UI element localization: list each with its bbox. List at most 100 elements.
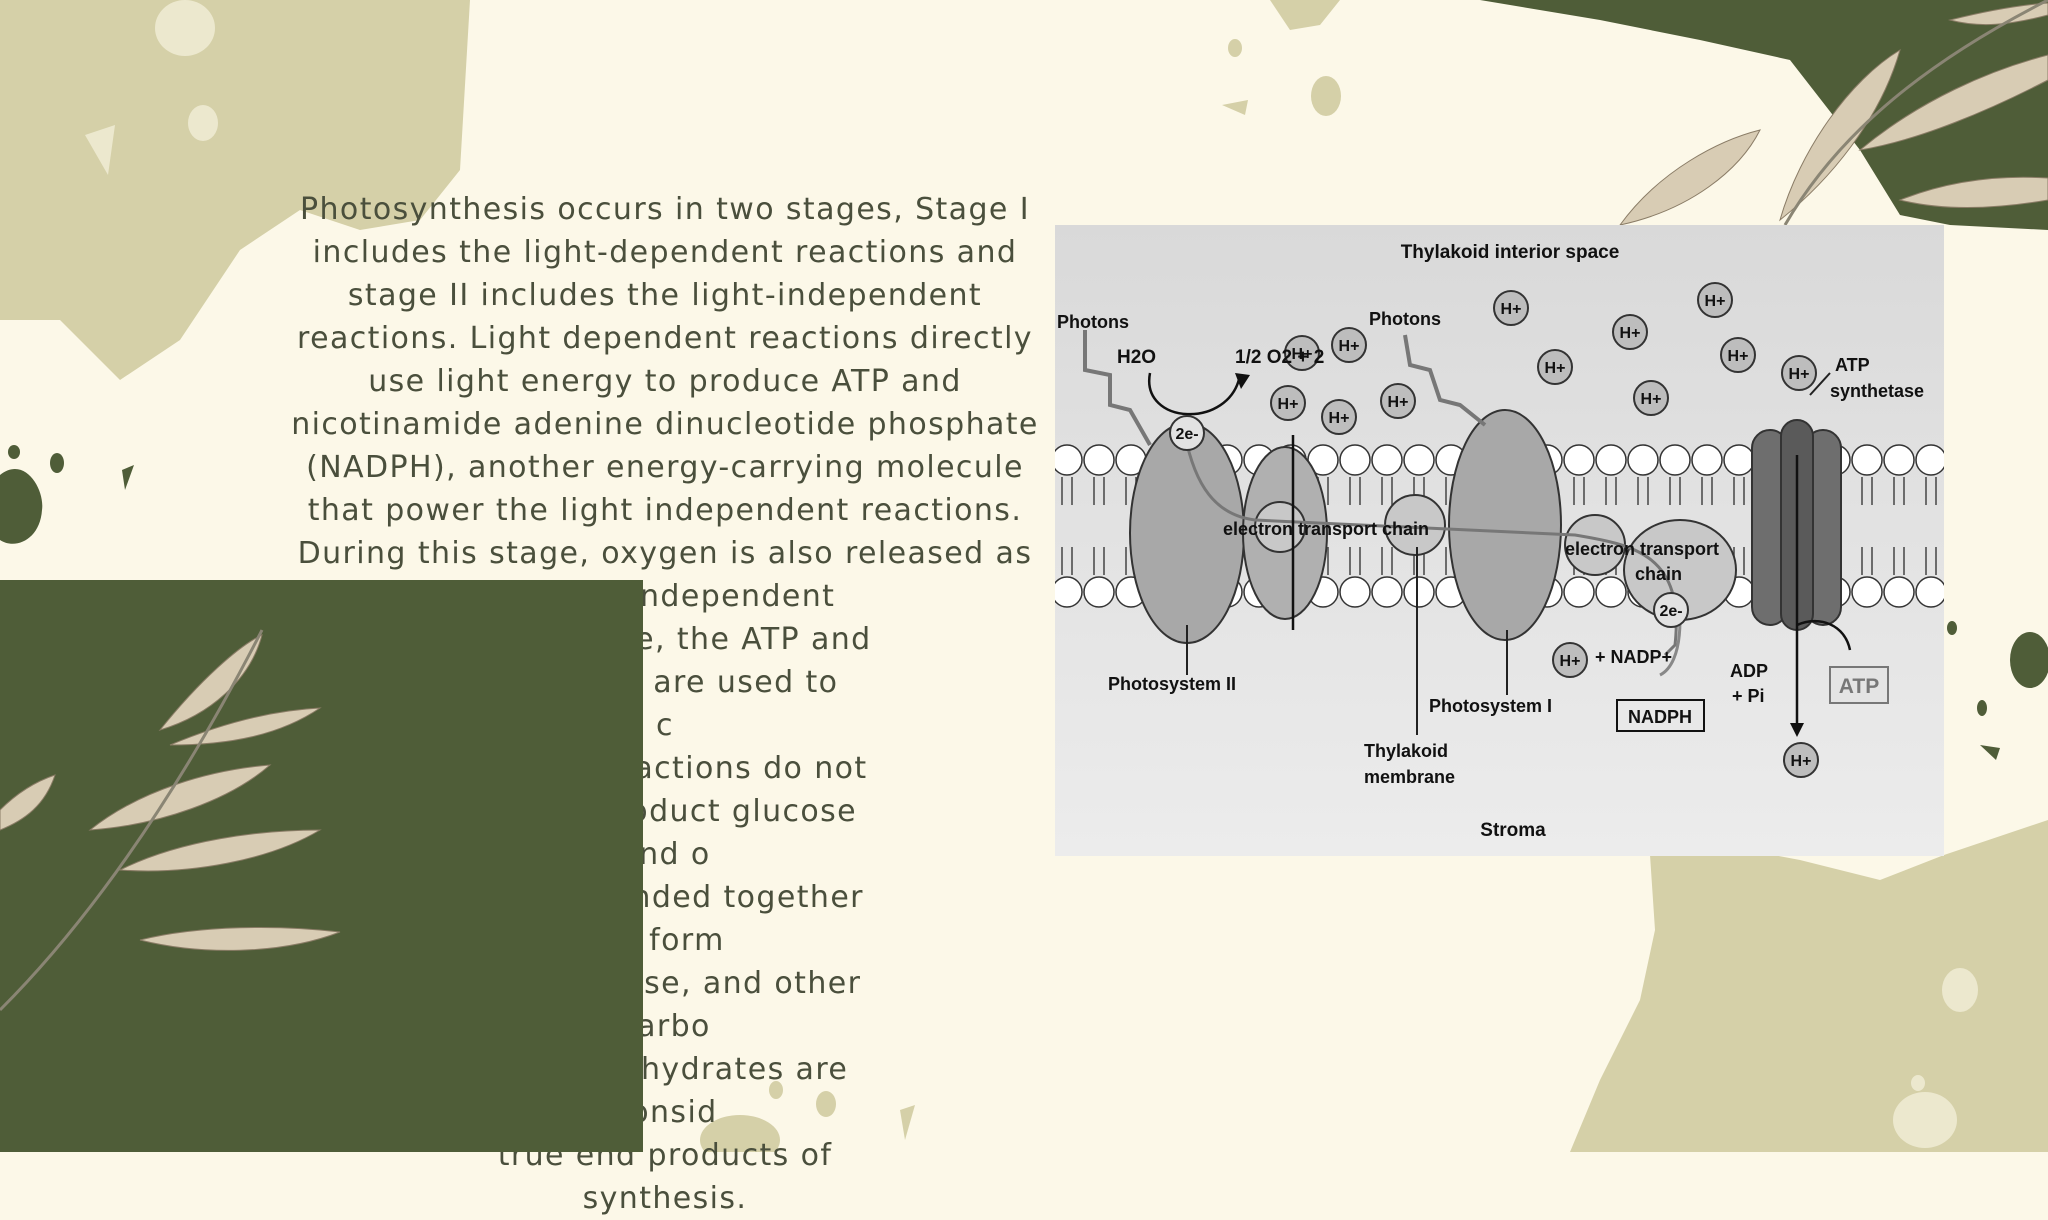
phospholipid-head: [1916, 445, 1944, 475]
thylakoid-interior-label: Thylakoid interior space: [1401, 242, 1620, 263]
paragraph-line: reactions. Light dependent reactions dir…: [290, 317, 1040, 360]
svg-text:H+: H+: [1641, 391, 1662, 408]
phospholipid-head: [1916, 577, 1944, 607]
svg-text:H+: H+: [1545, 360, 1566, 377]
phospholipid-head: [1596, 577, 1626, 607]
atp-synthetase-label-line1: ATP: [1835, 355, 1870, 375]
paragraph-line: to form: [290, 919, 1040, 962]
photosynthesis-diagram: Thylakoid interior space H+ H+ H+ H+ H+ H+ H+ H…: [1055, 225, 1944, 856]
phospholipid-head: [1564, 577, 1594, 607]
oxygen-label: 1/2 O2 + 2: [1235, 347, 1324, 368]
phospholipid-head: [1884, 577, 1914, 607]
paragraph-line: carbo: [290, 1005, 1040, 1048]
paragraph-line: Photosynthesis occurs in two stages, Sta…: [290, 188, 1040, 231]
phospholipid-head: [1628, 445, 1658, 475]
phospholipid-head: [1404, 445, 1434, 475]
paragraph-line: that power the light independent reactio…: [290, 489, 1040, 532]
electron-circle-2: 2e-: [1654, 593, 1688, 627]
paragraph-line: nicotinamide adenine dinucleotide phosph…: [290, 403, 1040, 446]
stroma-label: Stroma: [1480, 820, 1546, 841]
proton-circle: H+: [1381, 384, 1415, 418]
paragraph-line: synthesis.: [290, 1177, 1040, 1220]
svg-text:H+: H+: [1501, 301, 1522, 318]
light-spot: [1911, 1075, 1925, 1091]
spot: [1311, 76, 1341, 116]
dark-spot: [2010, 632, 2048, 688]
paragraph-line: he end product glucose: [290, 790, 1040, 833]
dark-spot: [122, 465, 134, 490]
paragraph-line: ose, fructose, and other: [290, 962, 1040, 1005]
svg-text:H+: H+: [1791, 753, 1812, 770]
thylakoid-membrane-label-line1: Thylakoid: [1364, 741, 1448, 761]
photosystem-2-label: Photosystem II: [1108, 674, 1236, 694]
proton-circle: H+: [1322, 400, 1356, 434]
paragraph-line: During this stage, oxygen is also releas…: [290, 532, 1040, 575]
proton-circle: H+: [1613, 315, 1647, 349]
dark-spot: [1980, 745, 2000, 760]
phospholipid-head: [1404, 577, 1434, 607]
proton-circle: H+: [1553, 643, 1587, 677]
electron-circle-1: 2e-: [1170, 416, 1204, 450]
svg-text:H+: H+: [1705, 293, 1726, 310]
photons-label-2: Photons: [1369, 309, 1441, 329]
adp-label-line1: ADP: [1730, 661, 1768, 681]
phospholipid-head: [1692, 445, 1722, 475]
proton-circle: H+: [1782, 356, 1816, 390]
proton-circle: H+: [1721, 338, 1755, 372]
phospholipid-head: [1660, 445, 1690, 475]
phospholipid-head: [1340, 577, 1370, 607]
light-spot: [1893, 1092, 1957, 1148]
proton-circle: H+: [1634, 381, 1668, 415]
svg-text:H+: H+: [1278, 396, 1299, 413]
etc-label-1: electron transport chain: [1223, 519, 1429, 539]
phospholipid-head: [1372, 445, 1402, 475]
phospholipid-head: [1084, 577, 1114, 607]
atp-label: ATP: [1839, 675, 1879, 698]
photosynthesis-paragraph: Photosynthesis occurs in two stages, Sta…: [290, 188, 1040, 1220]
paragraph-line: (NADPH), another energy-carrying molecul…: [290, 446, 1040, 489]
dark-spot: [1977, 700, 1987, 716]
adp-label-line2: + Pi: [1732, 686, 1765, 706]
proton-circle: H+: [1538, 350, 1572, 384]
etc-label-2-line2: chain: [1635, 564, 1682, 584]
spot: [1228, 39, 1242, 57]
phospholipid-head: [1884, 445, 1914, 475]
phospholipid-head: [1084, 445, 1114, 475]
svg-text:H+: H+: [1339, 338, 1360, 355]
thylakoid-membrane-label-line2: membrane: [1364, 767, 1455, 787]
spot: [1222, 100, 1248, 115]
etc-label-2-line1: electron transport: [1565, 539, 1719, 559]
proton-circle: H+: [1784, 743, 1818, 777]
svg-text:H+: H+: [1388, 394, 1409, 411]
paragraph-line: ars are bonded together: [290, 876, 1040, 919]
proton-circle: H+: [1698, 283, 1732, 317]
atp-synthetase-label-line2: synthetase: [1830, 381, 1924, 401]
phospholipid-head: [1055, 577, 1082, 607]
svg-text:2e-: 2e-: [1659, 603, 1682, 620]
paragraph-line: ese carbohydrates are: [290, 1048, 1040, 1091]
nadph-label: NADPH: [1628, 707, 1692, 727]
paragraph-line: he light independent: [290, 575, 1040, 618]
paragraph-line: consid: [290, 1091, 1040, 1134]
svg-text:2e-: 2e-: [1175, 426, 1198, 443]
svg-text:H+: H+: [1560, 653, 1581, 670]
olive-blob-top: [1270, 0, 1340, 30]
dark-spot-left: [0, 469, 42, 544]
phospholipid-head: [1564, 445, 1594, 475]
phospholipid-head: [1852, 577, 1882, 607]
paragraph-line: ver, the reactions do not: [290, 747, 1040, 790]
water-label: H2O: [1117, 347, 1156, 368]
phospholipid-head: [1055, 445, 1082, 475]
light-spot: [188, 105, 218, 141]
nadp-label: + NADP+: [1595, 647, 1672, 667]
photosystem-1-shape: [1449, 410, 1561, 640]
dark-spot: [1947, 621, 1957, 635]
photons-label-1: Photons: [1057, 312, 1129, 332]
paragraph-line: use light energy to produce ATP and: [290, 360, 1040, 403]
phospholipid-head: [1596, 445, 1626, 475]
svg-text:H+: H+: [1728, 348, 1749, 365]
paragraph-line: and o: [290, 833, 1040, 876]
paragraph-line: reactions are used to: [290, 661, 1040, 704]
paragraph-line: Calvin cycle, the ATP and: [290, 618, 1040, 661]
phospholipid-head: [1852, 445, 1882, 475]
